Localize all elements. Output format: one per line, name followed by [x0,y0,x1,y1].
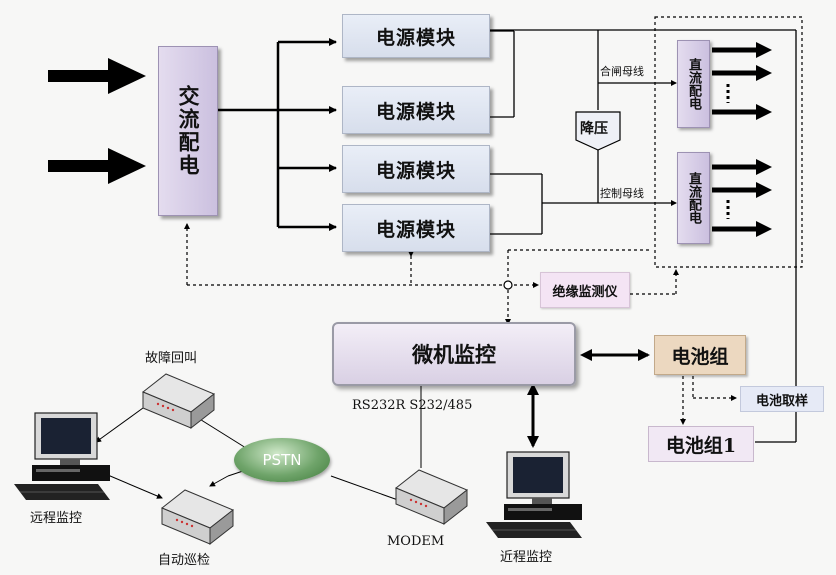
power-module-2: 电源模块 [342,86,490,134]
battery-sampling-label: 电池取样 [755,393,808,409]
ac-input-arrow-bottom [48,148,146,184]
battery-group-1-label: 电池组1 [665,434,737,457]
remote-computer-icon [14,412,110,500]
fault-callback-label: 故障回叫 [145,351,198,366]
signal-junction [503,280,513,290]
dc-distribution-upper: 直流配电 [677,40,710,128]
modem-cable [330,385,422,501]
modem-label: MODEM [387,534,445,549]
step-down-label: 降压 [580,121,608,137]
battery-sampling-box: 电池取样 [740,386,824,412]
battery-group-box: 电池组 [654,335,746,375]
insulation-monitor-label: 绝缘监测仪 [552,284,618,300]
power-module-label: 电源模块 [375,26,456,49]
power-module-3: 电源模块 [342,145,490,193]
ac-distribution-box: 交流配电 [158,46,218,216]
dc-distribution-label: 直流配电 [686,172,701,224]
dc-distribution-enclosure [654,16,803,268]
monitor-signal-lines [184,223,737,425]
remote-links [95,407,247,499]
insulation-monitor-box: 绝缘监测仪 [540,272,630,308]
battery-group-1-box: 电池组1 [648,426,754,462]
local-monitoring-label: 近程监控 [500,550,553,565]
step-down-shape [575,111,621,151]
modem-device [395,469,468,526]
dc-output-arrows-upper [712,42,772,120]
fault-callback-modem [142,373,215,430]
interface-label: RS232R S232/485 [352,398,473,413]
ac-distribution-label: 交流配电 [176,85,201,177]
microcomputer-monitor-box: 微机监控 [332,322,576,386]
power-module-4: 电源模块 [342,204,490,252]
pstn-label: PSTN [262,451,302,469]
power-module-label: 电源模块 [375,100,456,123]
ac-feed-lines [218,38,337,231]
pstn-network: PSTN [234,438,330,482]
dc-distribution-lower: 直流配电 [677,152,710,244]
control-bus-label: 控制母线 [600,187,644,200]
remote-monitoring-label: 远程监控 [30,511,83,526]
power-module-1: 电源模块 [342,14,490,58]
dc-distribution-label: 直流配电 [686,58,701,110]
auto-patrol-modem [161,489,234,546]
battery-group-label: 电池组 [671,345,729,368]
auto-patrol-label: 自动巡检 [158,553,211,568]
ac-input-arrow-top [48,58,146,94]
dc-output-lines [490,29,797,443]
dc-output-arrows-lower [712,159,772,237]
power-module-label: 电源模块 [375,159,456,182]
power-module-label: 电源模块 [375,218,456,241]
closing-bus-label: 合闸母线 [600,65,644,78]
microcomputer-monitor-label: 微机监控 [412,342,496,367]
local-computer-icon [486,451,582,538]
